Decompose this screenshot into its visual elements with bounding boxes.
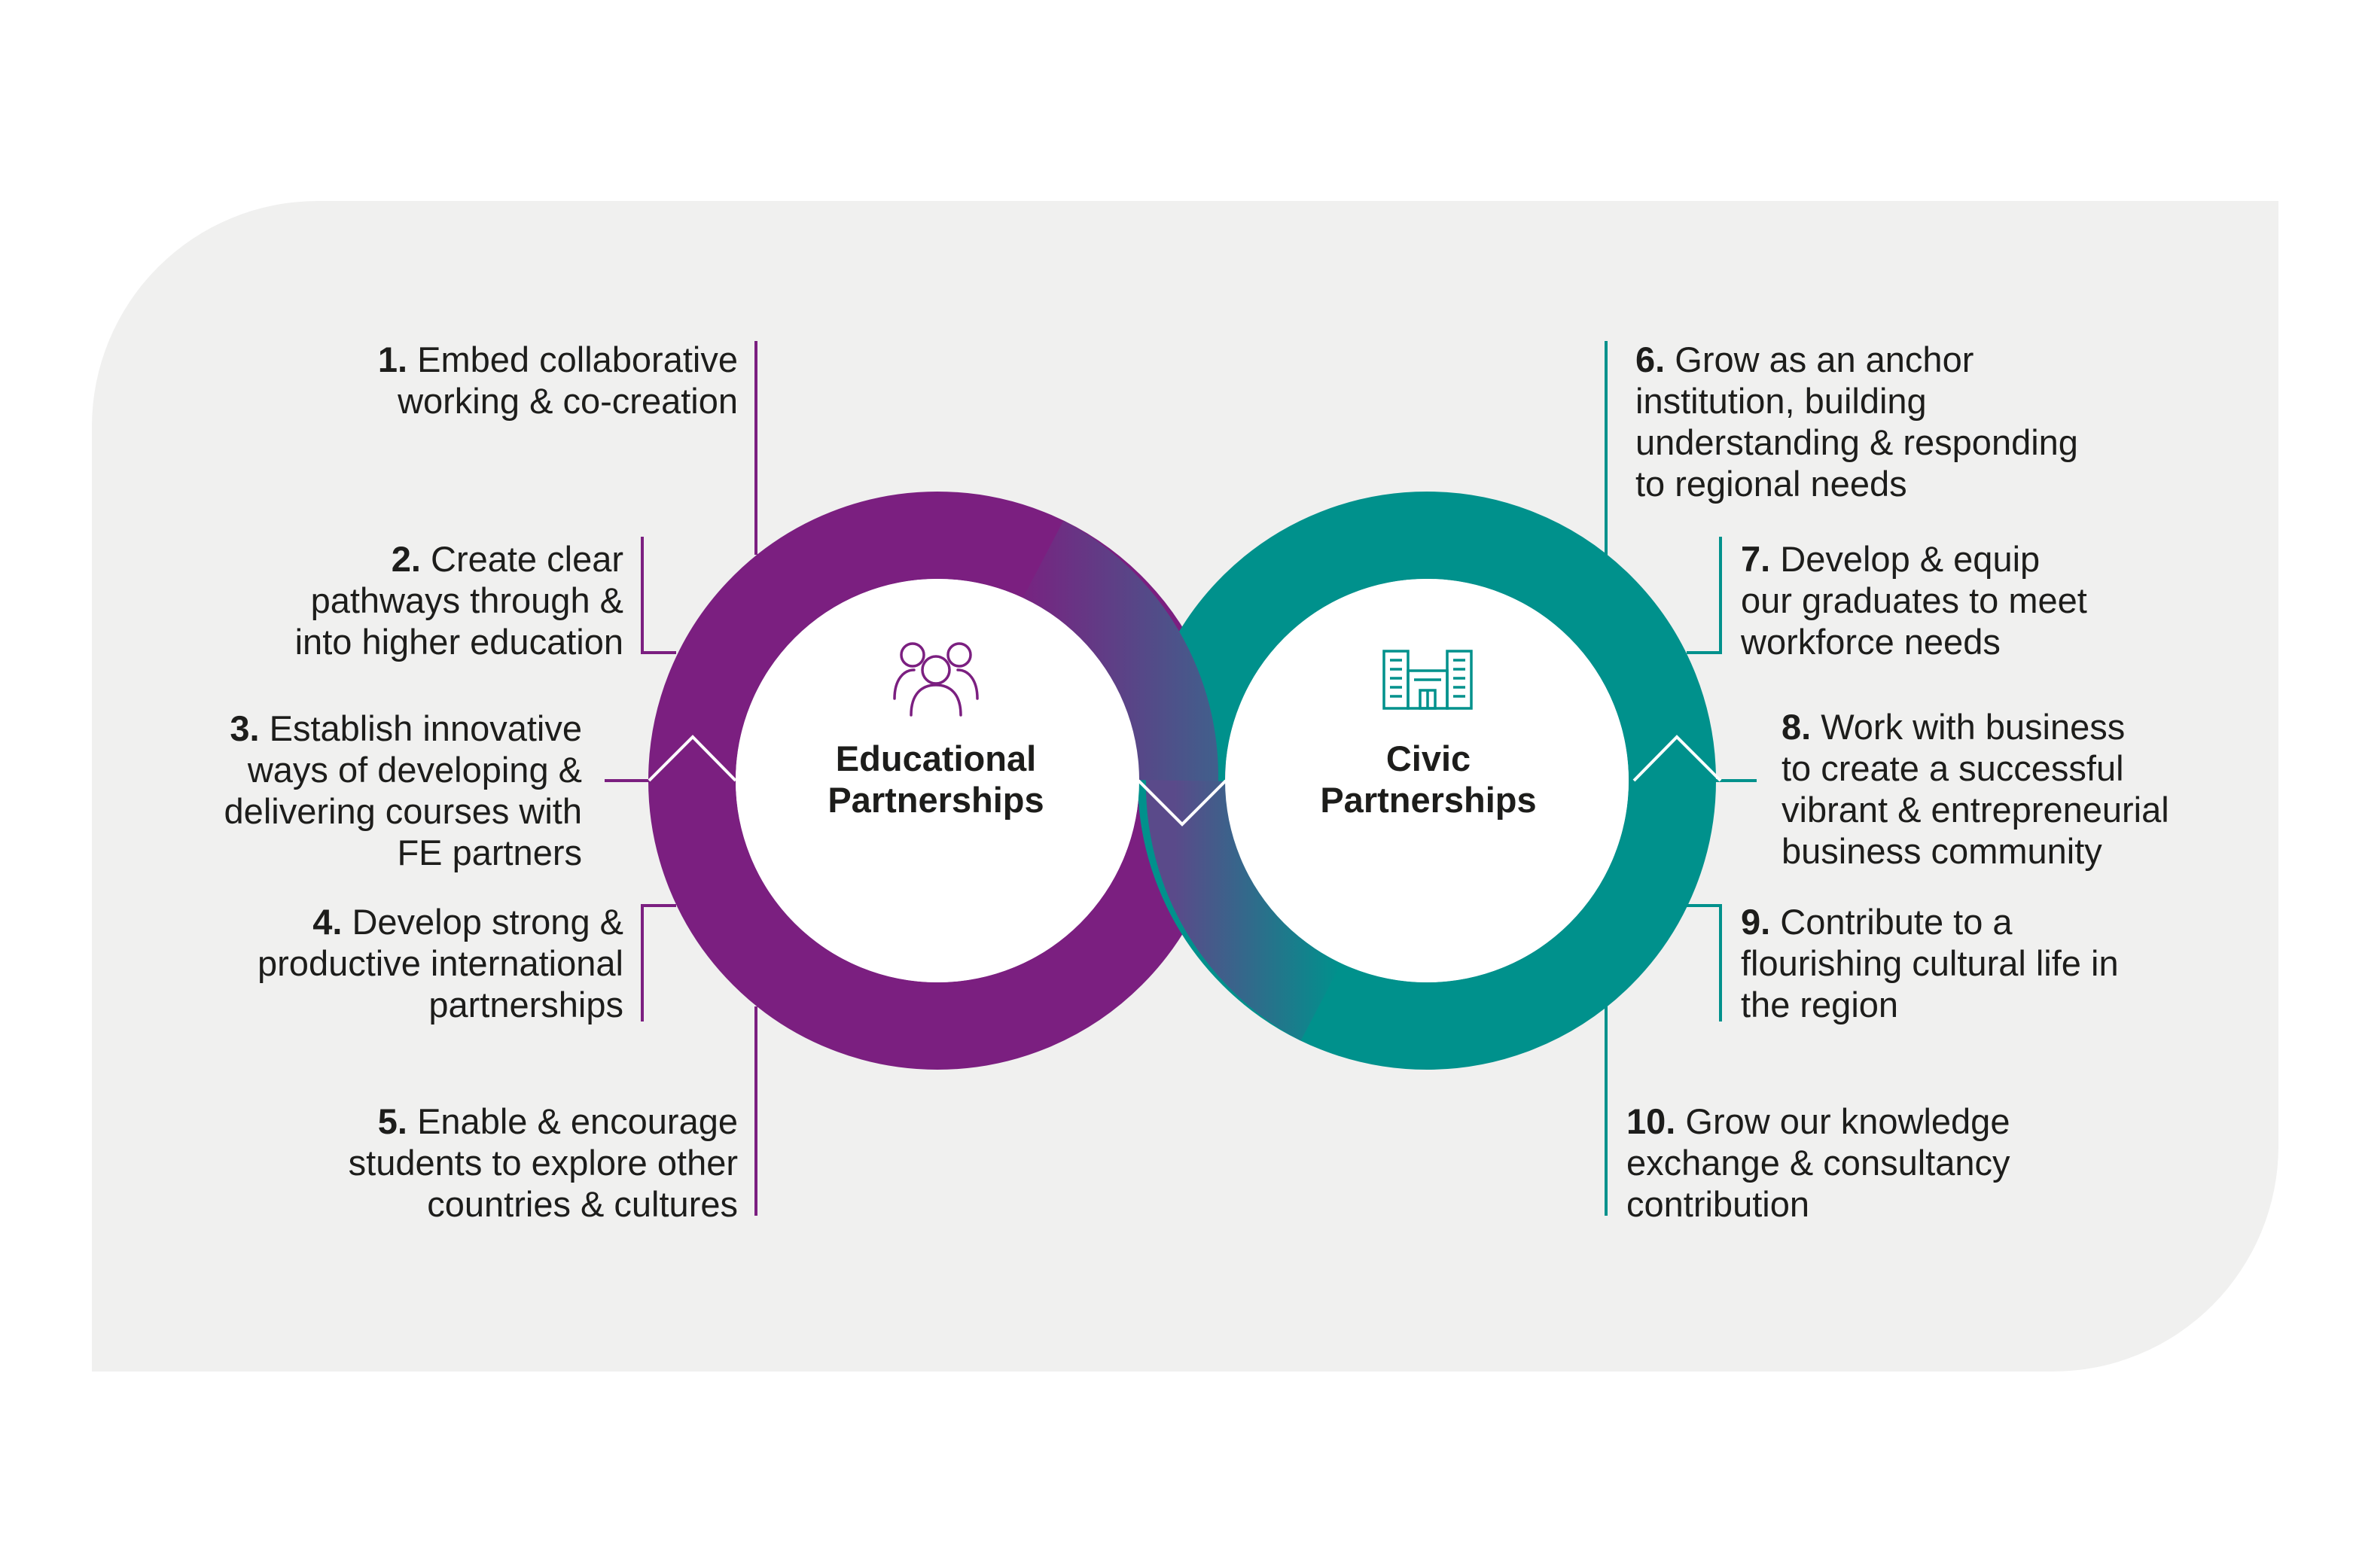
goal-text-line: Create clear: [431, 539, 623, 579]
goal-number: 6.: [1635, 339, 1666, 379]
goal-number: 4.: [312, 902, 343, 942]
goal-text-line: flourishing cultural life in: [1741, 943, 2119, 983]
ring-crossover-bottom: [1145, 780, 1343, 1041]
goal-text-line: the region: [1741, 985, 1899, 1025]
goal-text-line: Develop strong &: [352, 902, 623, 942]
educational-partnerships-label: Educational Partnerships: [828, 738, 1044, 821]
goal-text-line: Enable & encourage: [417, 1101, 738, 1141]
goal-1: 1. Embed collaborative working & co-crea…: [378, 339, 738, 422]
ring-chevrons: [648, 735, 1722, 827]
goal-text-line: working & co-creation: [398, 381, 738, 421]
goal-number: 1.: [377, 339, 408, 379]
goal-4: 4. Develop strong & productive internati…: [258, 901, 623, 1025]
educational-hub: [736, 579, 1139, 982]
right-connectors: [1605, 341, 1757, 1216]
goal-8: 8. Work with business to create a succes…: [1782, 706, 2169, 872]
goal-10: 10. Grow our knowledge exchange & consul…: [1626, 1101, 2010, 1225]
goal-number: 2.: [391, 539, 421, 579]
people-group-icon: [893, 642, 979, 717]
city-buildings-icon: [1382, 650, 1473, 710]
goal-text-line: institution, building: [1635, 381, 1927, 421]
goal-7: 7. Develop & equip our graduates to meet…: [1741, 538, 2087, 662]
goal-text-line: contribution: [1626, 1184, 1809, 1224]
educational-label-line-2: Partnerships: [828, 780, 1044, 820]
connector-goal-4: [641, 904, 676, 1021]
goal-text-line: understanding & responding: [1635, 422, 2078, 462]
educational-label-line-1: Educational: [835, 738, 1037, 778]
civic-hub: [1225, 579, 1629, 982]
goal-number: 3.: [230, 708, 260, 748]
goal-text-line: business community: [1782, 831, 2102, 871]
goal-text-line: vibrant & entrepreneurial: [1782, 790, 2169, 830]
chevron-up-left: [648, 735, 737, 782]
connector-goal-9: [1687, 904, 1722, 1021]
goal-number: 8.: [1782, 707, 1812, 747]
goal-text-line: Establish innovative: [269, 708, 582, 748]
goal-text-line: pathways through &: [310, 580, 623, 620]
goal-text-line: delivering courses with: [224, 791, 582, 831]
connector-goal-7: [1687, 537, 1722, 654]
goal-text-line: to create a successful: [1782, 748, 2124, 788]
goal-text-line: students to explore other: [348, 1143, 738, 1183]
goal-number: 10.: [1626, 1101, 1676, 1141]
goal-text-line: into higher education: [294, 622, 623, 662]
connector-goal-2: [641, 537, 676, 654]
chevron-up-right: [1632, 735, 1722, 782]
goal-text-line: exchange & consultancy: [1626, 1143, 2010, 1183]
goal-text-line: Work with business: [1821, 707, 2126, 747]
goal-text-line: Develop & equip: [1780, 539, 2041, 579]
left-connectors: [605, 341, 757, 1216]
goal-text-line: workforce needs: [1741, 622, 2001, 662]
civic-label-line-2: Partnerships: [1320, 780, 1537, 820]
goal-text-line: Contribute to a: [1780, 902, 2013, 942]
goal-text-line: to regional needs: [1635, 464, 1907, 504]
goal-text-line: partnerships: [428, 985, 623, 1025]
goal-text-line: productive international: [258, 943, 623, 983]
goal-5: 5. Enable & encourage students to explor…: [349, 1101, 738, 1225]
goal-number: 7.: [1741, 539, 1771, 579]
goal-number: 9.: [1741, 902, 1771, 942]
goal-number: 5.: [377, 1101, 407, 1141]
civic-partnerships-label: Civic Partnerships: [1320, 738, 1536, 821]
chevron-down-middle: [1137, 779, 1227, 827]
goal-2: 2. Create clear pathways through & into …: [295, 538, 623, 662]
goal-3: 3. Establish innovative ways of developi…: [224, 708, 582, 873]
goal-text-line: FE partners: [397, 833, 582, 872]
goal-text-line: Grow our knowledge: [1685, 1101, 2010, 1141]
goal-text-line: Grow as an anchor: [1675, 339, 1974, 379]
civic-label-line-1: Civic: [1385, 738, 1471, 778]
goal-text-line: Embed collaborative: [417, 339, 738, 379]
goal-6: 6. Grow as an anchor institution, buildi…: [1635, 339, 2078, 504]
goal-text-line: ways of developing &: [247, 750, 582, 790]
goal-9: 9. Contribute to a flourishing cultural …: [1741, 901, 2119, 1025]
goal-text-line: our graduates to meet: [1741, 580, 2087, 620]
goal-text-line: countries & cultures: [427, 1184, 738, 1224]
ring-crossover-top: [1022, 520, 1219, 781]
